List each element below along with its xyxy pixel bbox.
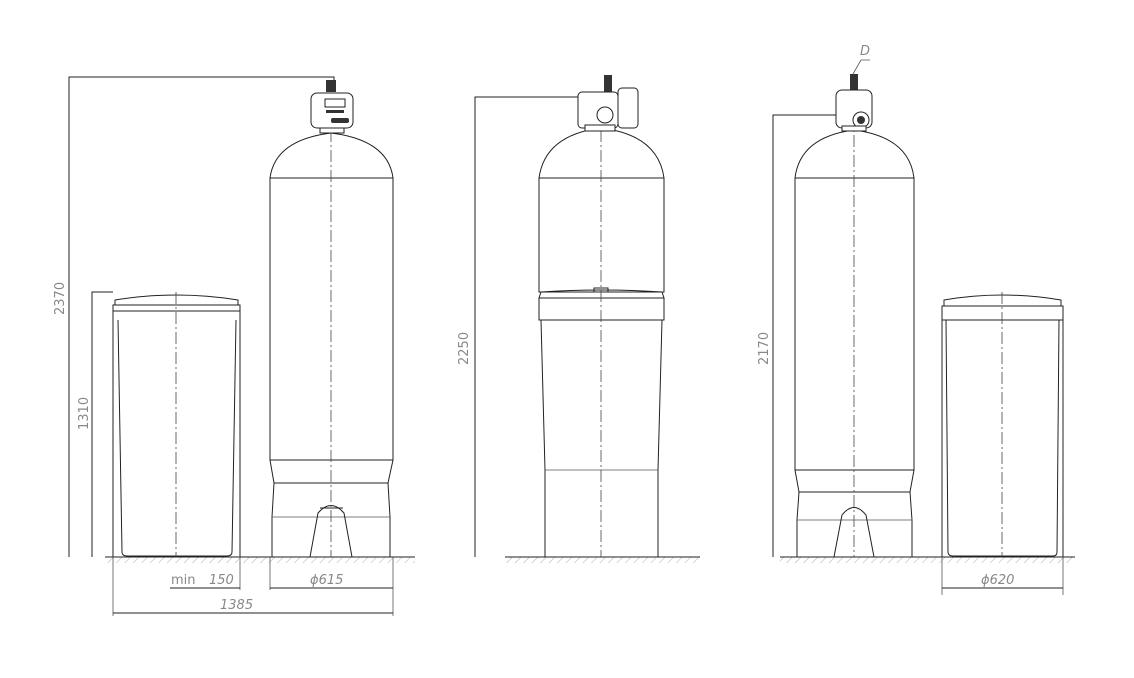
dimension-620: ϕ620 — [981, 573, 1014, 588]
dimension-1385: 1385 — [220, 598, 253, 613]
brine-tank — [112, 292, 241, 557]
cabinet-softener — [538, 110, 665, 557]
control-valve — [577, 75, 639, 132]
dimension-615: ϕ615 — [310, 573, 343, 588]
connection-leader — [852, 59, 870, 75]
left-unit: 2370 1310 — [53, 76, 415, 616]
dimension-2170: 2170 — [757, 332, 772, 365]
pressure-tank — [269, 130, 394, 558]
middle-unit: 2250 — [457, 75, 700, 563]
right-unit: 2170 D ϕ620 — [757, 44, 1075, 595]
control-valve — [310, 80, 354, 134]
dimension-line-2170 — [772, 114, 836, 557]
control-valve — [835, 74, 873, 132]
ground-hatch — [780, 557, 1075, 563]
ground-hatch — [105, 557, 415, 563]
dimension-2250: 2250 — [457, 332, 472, 365]
dimension-line-2370 — [68, 76, 335, 557]
dimension-line-2250 — [474, 96, 580, 557]
dimension-2370: 2370 — [53, 282, 68, 315]
dimension-1310: 1310 — [77, 397, 92, 430]
dimension-150: 150 — [209, 573, 234, 588]
connection-label-d: D — [860, 44, 870, 59]
ground-hatch — [505, 557, 700, 563]
brine-tank — [941, 292, 1064, 557]
min-label: min — [171, 573, 196, 588]
pressure-tank — [794, 115, 915, 558]
dimension-line-1310 — [91, 291, 113, 557]
